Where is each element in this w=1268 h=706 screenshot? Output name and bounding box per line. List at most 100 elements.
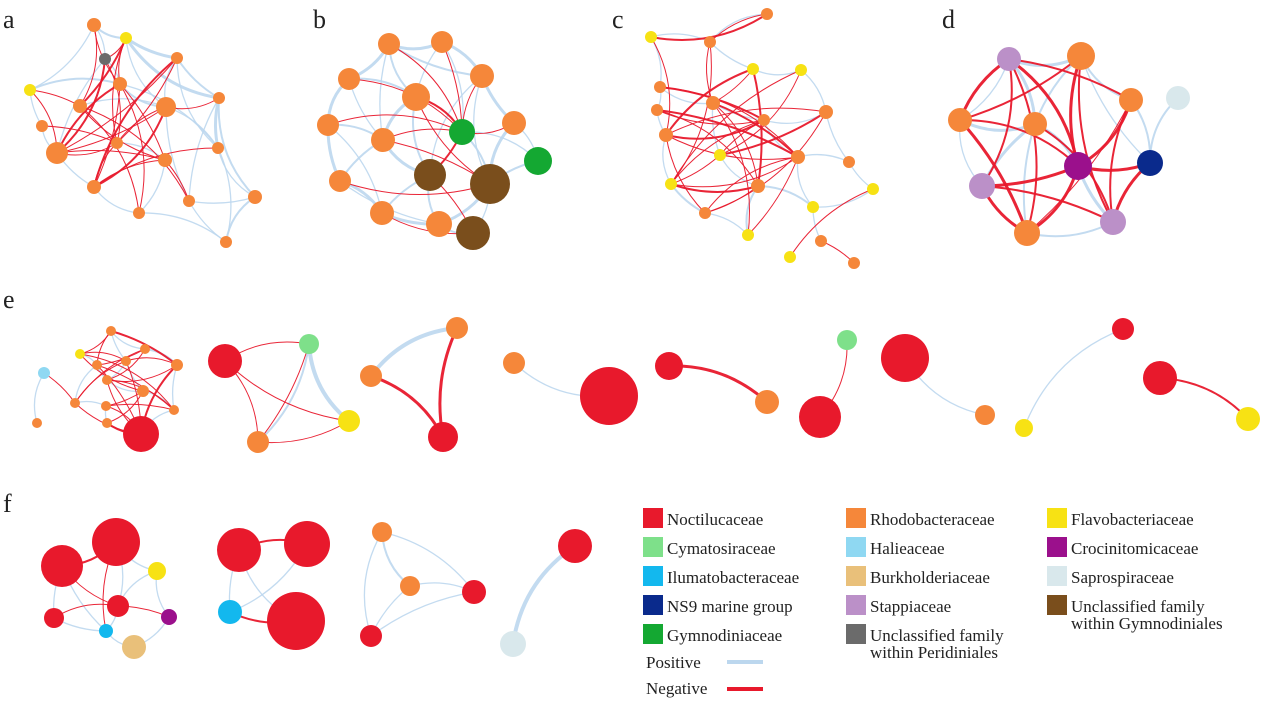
negative-edge	[56, 58, 106, 154]
negative-edge	[224, 360, 350, 422]
node-rhod	[317, 114, 339, 136]
legend-label-unclassified-gymnodiniales-line2: within Gymnodiniales	[1071, 614, 1223, 633]
node-rhod	[113, 77, 127, 91]
network-e3-nodes	[360, 317, 468, 452]
positive-edge	[188, 196, 256, 204]
negative-edge	[981, 58, 1013, 187]
negative-edge	[665, 134, 706, 214]
network-e9-nodes	[1143, 361, 1260, 431]
node-rhod	[1023, 112, 1047, 136]
negative-edge	[257, 343, 310, 443]
legend-label-rhodobacteraceae: Rhodobacteraceae	[870, 510, 995, 529]
positive-edge	[650, 36, 662, 88]
panel-label-a: a	[3, 5, 15, 34]
node-rhod	[378, 33, 400, 55]
node-rhod	[102, 375, 112, 385]
node-rhod	[220, 236, 232, 248]
legend-swatch-ns9-marine-group	[643, 595, 663, 615]
node-rhod	[121, 356, 131, 366]
positive-edge	[1022, 123, 1036, 234]
node-flav	[338, 410, 360, 432]
node-stap	[969, 173, 995, 199]
node-flav	[747, 63, 759, 75]
node-rhod	[1067, 42, 1095, 70]
node-rhod	[503, 352, 525, 374]
negative-edge	[79, 105, 140, 214]
positive-edge	[124, 36, 221, 100]
positive-edge	[800, 69, 827, 113]
node-rhod	[87, 180, 101, 194]
positive-edge	[29, 24, 95, 91]
positive-edge	[709, 41, 754, 70]
node-gymn	[524, 147, 552, 175]
negative-edge	[327, 114, 463, 133]
negative-edge	[656, 109, 799, 158]
node-flav	[795, 64, 807, 76]
positive-edge	[796, 156, 814, 208]
negative-edge	[670, 156, 799, 188]
negative-edge	[43, 372, 76, 404]
node-rhod	[402, 83, 430, 111]
network-f4-nodes	[500, 529, 592, 657]
node-rhod	[133, 207, 145, 219]
network-c-nodes	[645, 8, 879, 269]
node-rhod	[400, 576, 420, 596]
legend-swatch-burkholderiaceae	[846, 566, 866, 586]
legend-label-stappiaceae: Stappiaceae	[870, 597, 951, 616]
negative-edge	[670, 154, 721, 185]
legend-swatch-stappiaceae	[846, 595, 866, 615]
node-rhod	[659, 128, 673, 142]
node-noct	[41, 545, 83, 587]
legend-swatch-halieaceae	[846, 537, 866, 557]
network-c-edges	[650, 13, 874, 264]
network-e2-nodes	[208, 334, 360, 453]
node-noct	[217, 528, 261, 572]
negative-edge	[670, 119, 765, 185]
positive-edge	[704, 212, 749, 236]
node-rhod	[360, 365, 382, 387]
negative-edge	[1109, 99, 1132, 223]
node-rhod	[372, 522, 392, 542]
network-e8-nodes	[1015, 318, 1134, 437]
network-e8-edges	[1023, 328, 1124, 429]
node-noct	[558, 529, 592, 563]
node-flav	[1236, 407, 1260, 431]
negative-edge	[111, 37, 127, 144]
node-noct	[799, 396, 841, 438]
network-f3-nodes	[360, 522, 486, 647]
legend-swatch-unclassified-peridiniales	[846, 624, 866, 644]
legend-swatch-rhodobacteraceae	[846, 508, 866, 528]
network-a-nodes	[24, 18, 262, 248]
negative-edge	[79, 105, 190, 202]
panel-label-f: f	[3, 489, 12, 518]
negative-edge	[116, 57, 178, 144]
positive-edge	[363, 531, 383, 637]
node-rhod	[651, 104, 663, 116]
node-rhod	[101, 401, 111, 411]
node-rhod	[431, 31, 453, 53]
panel-label-d: d	[942, 5, 955, 34]
node-sapr	[500, 631, 526, 657]
positive-edge	[381, 531, 475, 593]
node-rhod	[338, 68, 360, 90]
node-noct	[284, 521, 330, 567]
panel-label-c: c	[612, 5, 624, 34]
legend-swatch-saprospiraceae	[1047, 566, 1067, 586]
negative-edge	[656, 109, 759, 187]
negative-edge	[74, 360, 127, 404]
node-rhod	[329, 170, 351, 192]
node-noct	[655, 352, 683, 380]
node-rhod	[73, 99, 87, 113]
node-rhod	[171, 52, 183, 64]
legend-label-saprospiraceae: Saprospiraceae	[1071, 568, 1174, 587]
negative-edge	[712, 102, 799, 158]
node-hali	[38, 367, 50, 379]
negative-edge	[981, 185, 1114, 223]
network-e7-nodes	[881, 334, 995, 425]
positive-edge	[797, 153, 850, 163]
node-ns9	[1137, 150, 1163, 176]
node-rhod	[46, 142, 68, 164]
node-burk	[122, 635, 146, 659]
node-flav	[75, 349, 85, 359]
